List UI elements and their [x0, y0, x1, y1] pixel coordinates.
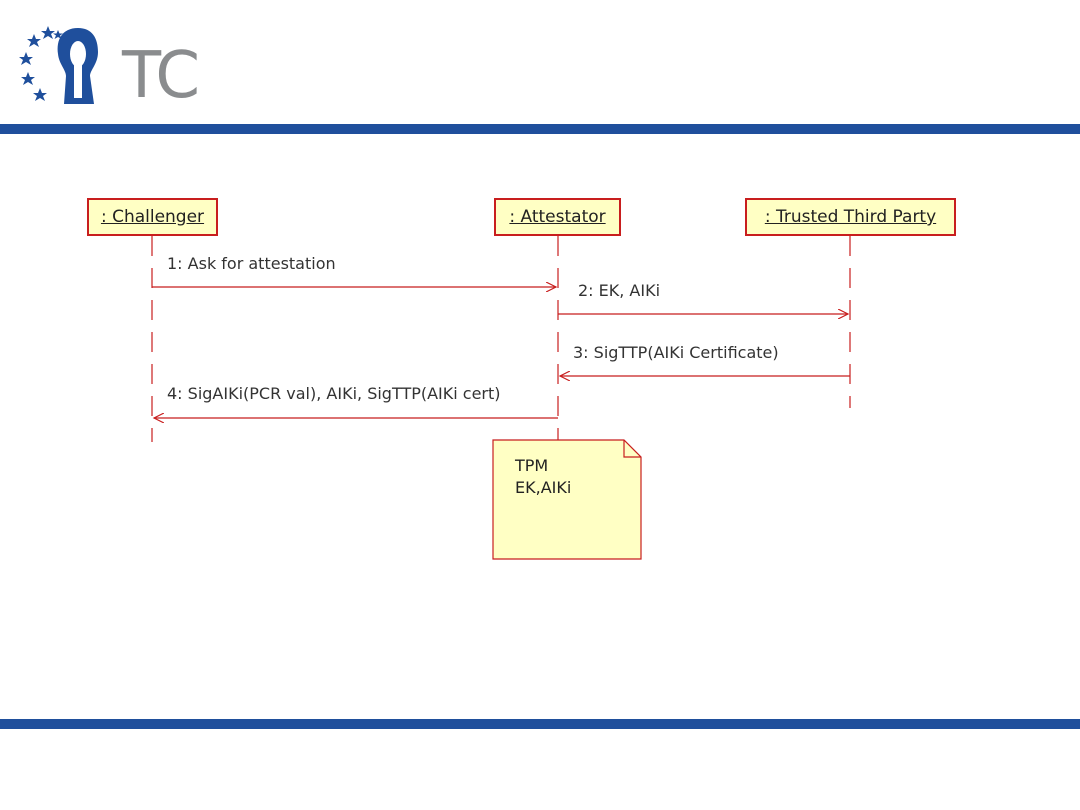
- header-band: [0, 124, 1080, 134]
- note-line-2: EK,AIKi: [515, 478, 572, 497]
- note-text: TPM EK,AIKi: [515, 455, 571, 499]
- lifeline-attestator: : Attestator: [494, 198, 621, 236]
- message-3-label: 3: SigTTP(AIKi Certificate): [573, 343, 779, 362]
- message-4-label: 4: SigAIKi(PCR val), AIKi, SigTTP(AIKi c…: [167, 384, 501, 403]
- note-shape: [492, 439, 642, 560]
- note-line-1: TPM: [515, 456, 549, 475]
- message-1-label: 1: Ask for attestation: [167, 254, 336, 273]
- logo-text: TC: [122, 39, 200, 113]
- lifeline-trusted-third-party: : Trusted Third Party: [745, 198, 956, 236]
- tc-logo: TC: [18, 24, 200, 113]
- message-2-label: 2: EK, AIKi: [578, 281, 661, 300]
- keyhole-stars-icon: [19, 26, 98, 104]
- lifeline-challenger: : Challenger: [87, 198, 218, 236]
- note-fold: [623, 440, 641, 458]
- footer-band: [0, 719, 1080, 729]
